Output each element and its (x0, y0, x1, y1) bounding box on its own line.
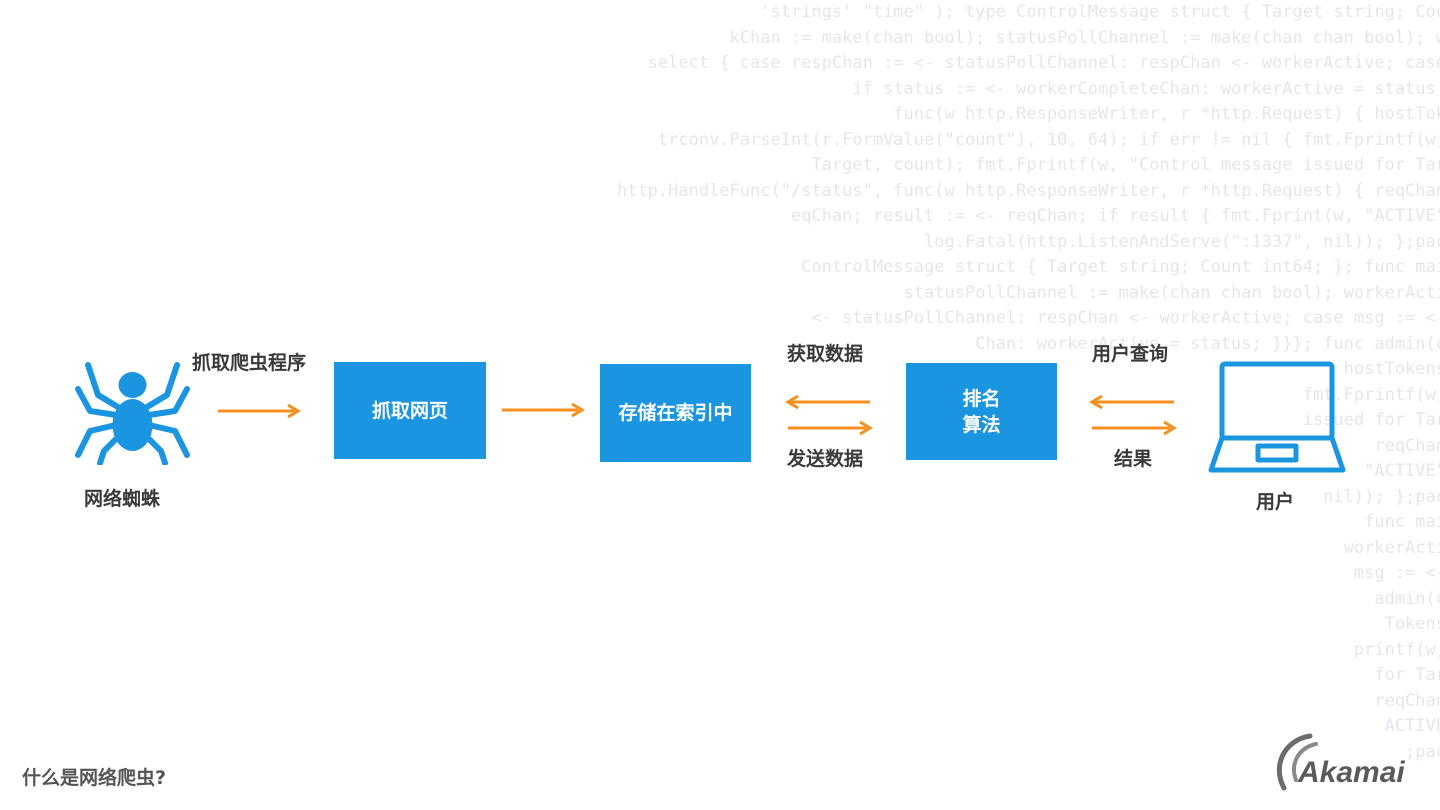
arrow-right-icon (788, 420, 873, 436)
background-code-line: for Tar (1374, 665, 1440, 685)
background-code-line: if status := <- workerCompleteChan: work… (852, 78, 1440, 99)
background-code-line: http.HandleFunc("/status", func(w http.R… (616, 180, 1440, 201)
ranking-label-line2: 算法 (962, 413, 1001, 436)
background-code-line: select { case respChan := <- statusPollC… (647, 53, 1440, 73)
spider-icon (75, 362, 190, 466)
background-code-line: trconv.ParseInt(r.FormValue("count"), 10… (657, 129, 1440, 150)
background-code-line: ControlMessage struct { Target string; C… (801, 257, 1440, 277)
akamai-logo-text: Akamai (1297, 756, 1405, 789)
background-code-line: nil)); };pac (1323, 486, 1440, 507)
edge-label-user-query: 用户查询 (1092, 343, 1169, 365)
background-code-line: admin(c (1374, 588, 1440, 609)
background-code-line: printf(w, (1353, 639, 1440, 660)
background-code-line: Chan: workerActive = status; }}}; func a… (975, 333, 1440, 354)
background-code-line: "ACTIVE" (1364, 461, 1440, 481)
background-code-line: Tokens (1384, 614, 1440, 634)
background-code-line: Target, count); fmt.Fprintf(w, "Control … (811, 155, 1440, 175)
background-code-line: reqChan (1374, 690, 1440, 711)
crawl-page-label: 抓取网页 (371, 399, 448, 422)
ranking-algorithm-box: 排名 算法 (906, 363, 1057, 460)
edge-label-fetch-data: 获取数据 (787, 343, 864, 365)
arrow-left-icon (1089, 394, 1174, 410)
user-label: 用户 (1256, 491, 1295, 513)
background-code-line: statusPollChannel := make(chan chan bool… (903, 282, 1440, 303)
background-code-line: kChan := make(chan bool); statusPollChan… (729, 27, 1440, 48)
arrow-right-icon (502, 402, 585, 418)
laptop-icon (1208, 361, 1346, 473)
spider-node (70, 355, 195, 466)
background-code-line: msg := <- (1353, 563, 1440, 583)
spider-label: 网络蜘蛛 (84, 488, 161, 510)
arrow-right-icon (1092, 420, 1177, 436)
background-code-line: log.Fatal(http.ListenAndServe(":1337", n… (924, 231, 1440, 252)
background-code-line: eqChan; result := <- reqChan; if result … (790, 206, 1440, 226)
footer-title: 什么是网络爬虫? (22, 767, 167, 789)
background-code-line: func mai (1364, 512, 1440, 532)
arrow-right-icon (218, 403, 301, 419)
edge-label-result: 结果 (1114, 448, 1153, 470)
arrow-left-icon (785, 394, 870, 410)
background-code-line: func(w http.ResponseWriter, r *http.Requ… (893, 104, 1440, 124)
crawl-page-box: 抓取网页 (334, 362, 486, 459)
ranking-label-line1: 排名 (962, 387, 1001, 410)
edge-label-send-data: 发送数据 (787, 448, 864, 470)
background-code-line: reqChan (1374, 435, 1440, 456)
akamai-logo: Akamai (1270, 730, 1430, 800)
background-code-line: workerActi (1343, 537, 1440, 558)
edge-label-crawler-program: 抓取爬虫程序 (192, 352, 307, 374)
background-code-line: hostTokens (1343, 359, 1440, 379)
background-code-line: <- statusPollChannel: respChan <- worker… (811, 308, 1440, 328)
store-index-label: 存储在索引中 (618, 402, 733, 424)
store-index-box: 存储在索引中 (600, 364, 751, 462)
background-code-line: 'strings' "time" ); type ControlMessage … (760, 2, 1440, 22)
